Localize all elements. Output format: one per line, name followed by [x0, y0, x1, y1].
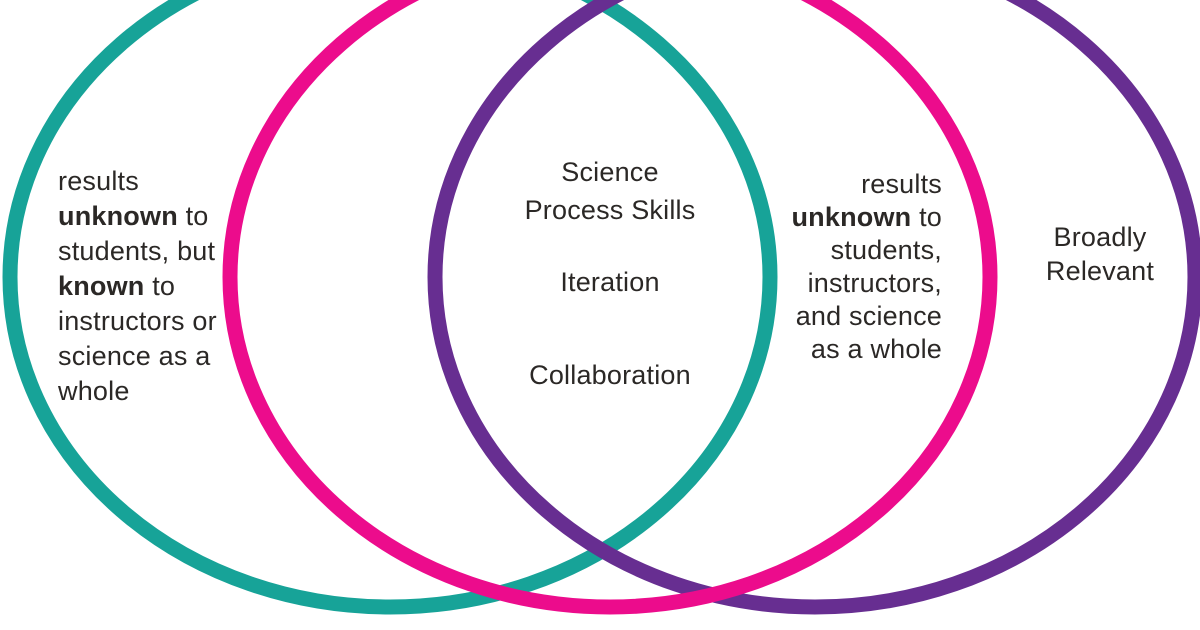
text-line: unknown to: [791, 201, 942, 234]
label-center-iteration: Iteration: [450, 265, 770, 299]
label-right-overlap-region: results unknown to students, instructors…: [791, 168, 942, 366]
text-line: Process Skills: [450, 191, 770, 229]
text-segment: instructors or: [58, 306, 217, 336]
teal-circle: [2, 0, 778, 615]
text-segment: unknown: [791, 202, 912, 232]
text-line: Broadly: [1000, 220, 1200, 254]
text-line: Relevant: [1000, 254, 1200, 288]
pink-circle: [222, 0, 998, 615]
text-segment: Relevant: [1045, 256, 1155, 286]
text-line: instructors or: [58, 304, 217, 339]
label-center-science-process-skills: Science Process Skills: [450, 153, 770, 229]
text-line: whole: [58, 374, 217, 409]
text-segment: Collaboration: [529, 360, 691, 390]
text-line: science as a: [58, 339, 217, 374]
text-line: instructors,: [791, 267, 942, 300]
text-segment: and science: [795, 301, 942, 331]
text-segment: to: [911, 202, 942, 232]
text-segment: instructors,: [807, 268, 942, 298]
text-segment: results: [58, 166, 139, 196]
text-segment: results: [861, 169, 942, 199]
text-line: and science: [791, 300, 942, 333]
label-left-region: results unknown to students, but known t…: [58, 164, 217, 409]
text-line: known to: [58, 269, 217, 304]
text-line: results: [791, 168, 942, 201]
text-segment: Process Skills: [524, 195, 696, 225]
text-segment: as a whole: [810, 334, 942, 364]
text-segment: to: [177, 201, 209, 231]
label-broadly-relevant: Broadly Relevant: [1000, 220, 1200, 288]
text-segment: science as a: [58, 341, 211, 371]
text-segment: known: [58, 271, 145, 301]
text-segment: Iteration: [560, 267, 660, 297]
text-segment: whole: [58, 376, 130, 406]
text-segment: students,: [830, 235, 942, 265]
text-line: students, but: [58, 234, 217, 269]
text-segment: students, but: [58, 236, 216, 266]
text-line: Iteration: [450, 265, 770, 299]
label-center-collaboration: Collaboration: [450, 358, 770, 392]
text-line: unknown to: [58, 199, 217, 234]
text-line: as a whole: [791, 333, 942, 366]
text-segment: Broadly: [1053, 222, 1147, 252]
text-line: Collaboration: [450, 358, 770, 392]
text-line: Science: [450, 153, 770, 191]
text-segment: Science: [561, 157, 659, 187]
text-segment: to: [144, 271, 176, 301]
text-line: results: [58, 164, 217, 199]
purple-circle: [427, 0, 1200, 615]
text-segment: unknown: [58, 201, 178, 231]
text-line: students,: [791, 234, 942, 267]
